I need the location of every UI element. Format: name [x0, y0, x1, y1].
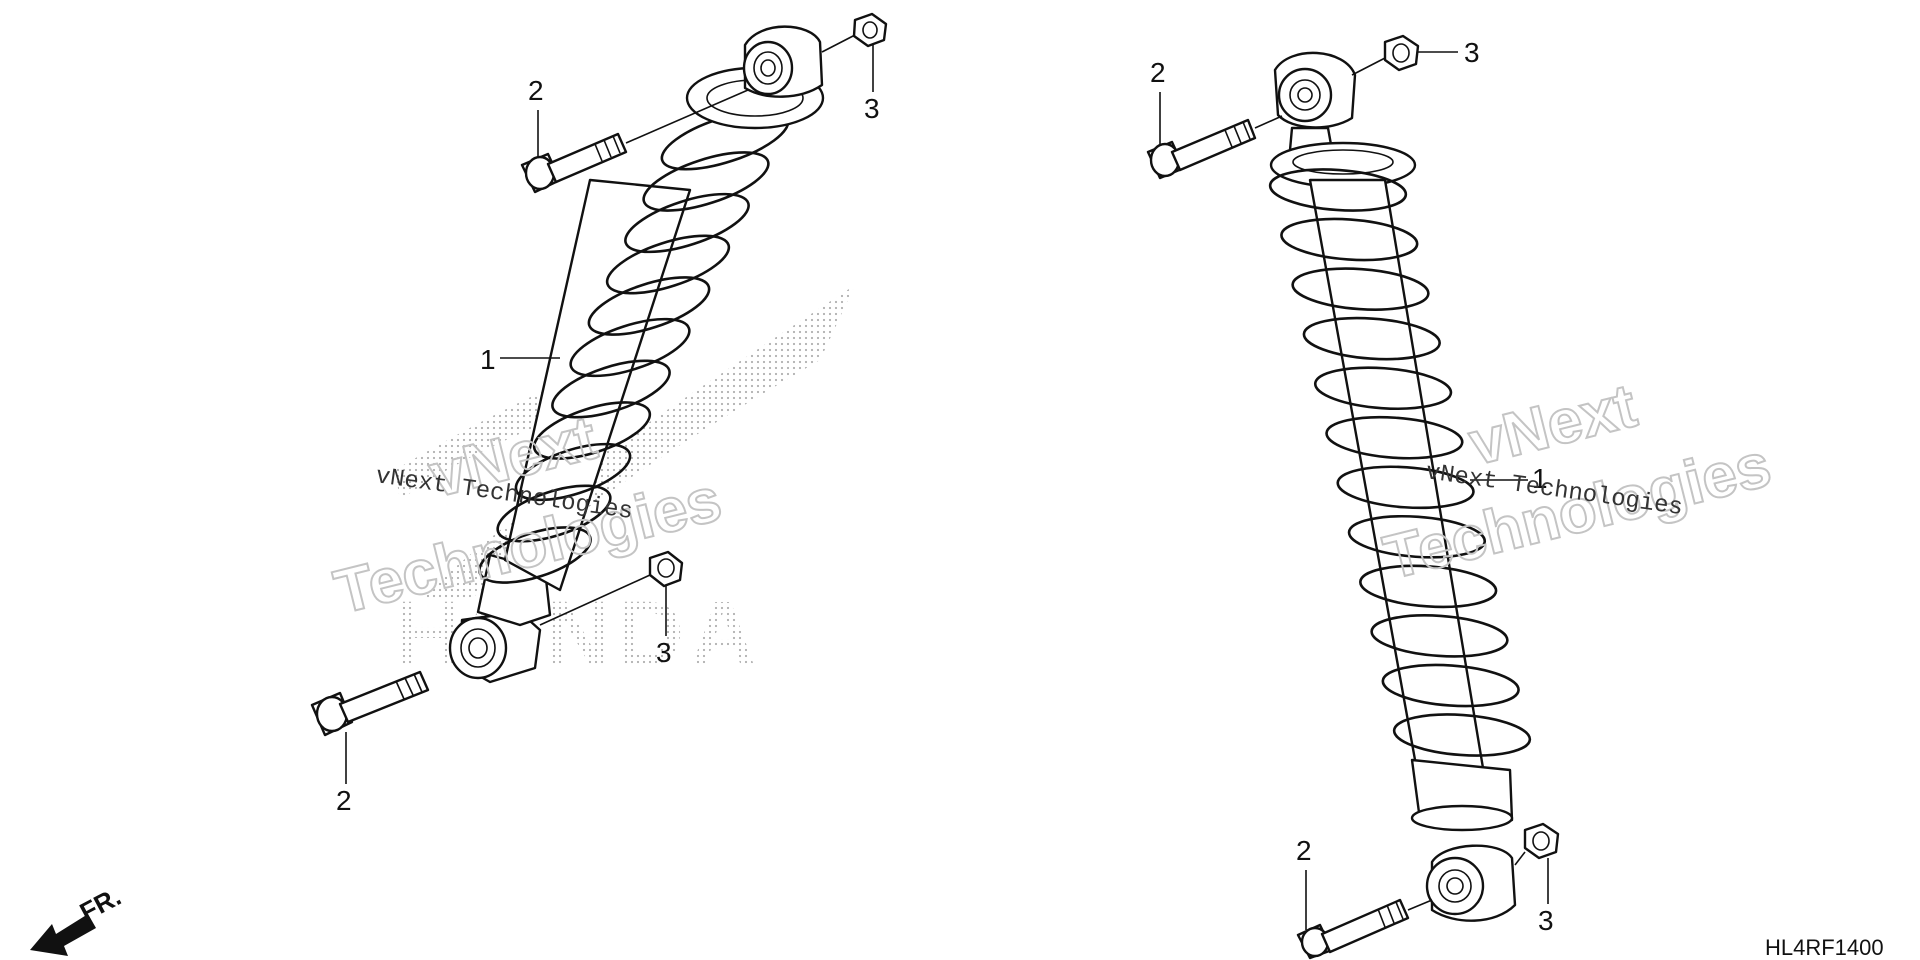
right-spring-coil: [1291, 267, 1430, 311]
right-bottom-bolt: [1296, 898, 1433, 960]
left-spring-coil: [587, 276, 711, 336]
callout-right-spring: 1: [1532, 463, 1548, 494]
left-bottom-bolt: [310, 670, 430, 737]
right-spring-coil: [1268, 168, 1408, 212]
right-spring: [1268, 168, 1532, 757]
right-top-nut: [1351, 34, 1420, 76]
right-spring-coil: [1381, 663, 1520, 708]
left-top-bolt: [520, 89, 749, 194]
callout-right-bottom-bolt: 2: [1296, 835, 1312, 866]
callout-right-bottom-nut: 3: [1538, 905, 1554, 936]
left-damper-body: [503, 178, 692, 592]
watermark-right-line1: vNext: [1462, 371, 1643, 479]
callout-right-top-nut: 3: [1464, 37, 1480, 68]
left-spring-coil: [569, 317, 691, 378]
right-spring-coil: [1302, 316, 1441, 361]
left-spring-coil: [624, 192, 750, 254]
left-spring-coil: [605, 234, 731, 295]
right-shock-absorber: [1146, 34, 1560, 960]
diagram-code: HL4RF1400: [1765, 935, 1884, 960]
left-spring-coil: [478, 526, 592, 584]
left-bottom-nut: [539, 550, 684, 626]
callout-left-spring: 1: [480, 344, 496, 375]
callouts: 1 2 3 3 2 2 3 1 2 3: [336, 37, 1554, 936]
left-top-nut: [821, 12, 888, 53]
left-upper-eye: [742, 25, 824, 98]
callout-right-top-bolt: 2: [1150, 57, 1166, 88]
right-spring-coil: [1325, 415, 1464, 460]
right-spring-coil: [1313, 366, 1453, 411]
right-spring-coil: [1280, 217, 1419, 262]
left-spring-coil: [551, 359, 671, 419]
front-arrow-icon: [30, 914, 96, 956]
left-spring-coil: [496, 484, 612, 543]
left-spring-coil: [642, 151, 770, 212]
callout-left-top-nut: 3: [864, 93, 880, 124]
left-spring-coil: [532, 401, 652, 460]
right-bottom-nut: [1514, 822, 1560, 866]
right-upper-eye: [1273, 51, 1357, 152]
left-shock-absorber: [310, 12, 888, 737]
right-spring-coil: [1370, 614, 1509, 658]
left-spring-coil: [514, 442, 632, 502]
right-lower-eye: [1425, 844, 1517, 922]
right-spring-coil: [1336, 465, 1475, 510]
callout-left-bottom-bolt: 2: [336, 785, 352, 816]
right-spring-coil: [1359, 564, 1498, 609]
callout-left-top-bolt: 2: [528, 75, 544, 106]
callout-left-bottom-nut: 3: [656, 637, 672, 668]
right-spring-coil: [1347, 514, 1487, 559]
front-direction-indicator: FR.: [30, 881, 126, 956]
right-spring-coil: [1392, 713, 1532, 757]
right-top-bolt: [1146, 115, 1283, 180]
